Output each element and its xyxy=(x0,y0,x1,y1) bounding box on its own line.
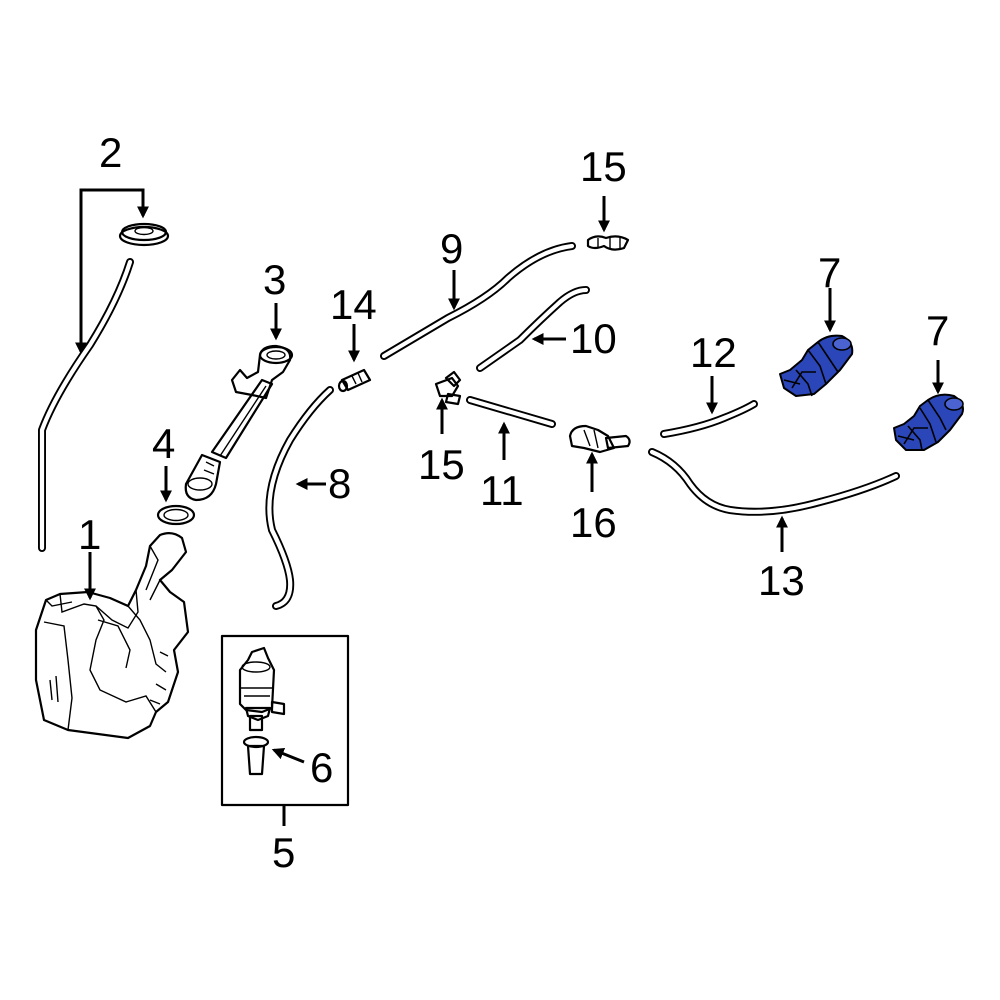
callout-10: 10 xyxy=(570,315,617,362)
part-11-hose xyxy=(466,396,556,460)
part-15-clip-top xyxy=(586,196,630,251)
part-7-nozzle-lower xyxy=(893,360,964,451)
callout-12: 12 xyxy=(690,329,737,376)
part-16-check-valve xyxy=(568,424,631,492)
part-2-filler-rod-and-cap xyxy=(38,188,170,552)
part-10-hose xyxy=(476,286,590,372)
callout-15-top: 15 xyxy=(580,143,627,190)
callout-1: 1 xyxy=(78,511,102,558)
part-14-connector xyxy=(337,324,372,393)
callout-3: 3 xyxy=(263,256,287,303)
callout-8: 8 xyxy=(328,460,352,507)
callout-16: 16 xyxy=(570,499,617,546)
part-1-reservoir xyxy=(34,531,190,740)
part-8-hose xyxy=(265,386,334,610)
part-9-hose xyxy=(380,242,576,360)
callout-6: 6 xyxy=(310,744,334,791)
callout-13: 13 xyxy=(758,557,805,604)
callout-2: 2 xyxy=(99,129,123,176)
callout-4: 4 xyxy=(152,420,176,467)
part-12-hose xyxy=(660,376,758,438)
callout-11: 11 xyxy=(480,467,524,514)
callout-7-upper: 7 xyxy=(818,249,842,296)
part-7-nozzle-upper xyxy=(779,288,854,397)
callout-15-lower: 15 xyxy=(418,441,465,488)
callout-5: 5 xyxy=(272,829,296,876)
callout-14: 14 xyxy=(330,281,377,328)
part-13-hose xyxy=(648,448,900,552)
callout-9: 9 xyxy=(440,225,464,272)
part-5-pump-box xyxy=(220,634,350,826)
part-15-t-connector xyxy=(434,370,462,434)
callout-7-lower: 7 xyxy=(926,307,950,354)
part-4-gasket xyxy=(156,466,196,526)
part-3-filler-neck xyxy=(184,303,294,502)
